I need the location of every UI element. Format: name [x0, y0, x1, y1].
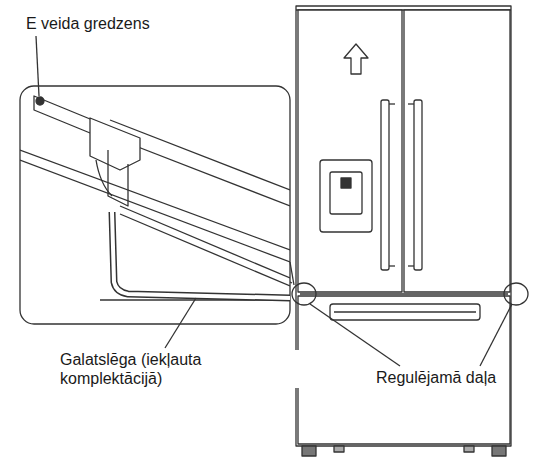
part-label: E veida gredzens [24, 14, 152, 33]
leader-line [310, 304, 400, 366]
drawer-handle [330, 304, 480, 320]
leader-line [480, 304, 512, 366]
e-ring [36, 97, 44, 105]
foot [492, 446, 506, 456]
door-handle [381, 100, 389, 270]
leader-line [290, 262, 294, 285]
fridge-body [296, 6, 511, 446]
water-dispenser [320, 160, 372, 232]
part-label: Galatslēga (iekļauta komplektācijā) [58, 350, 302, 388]
hinge-detail [20, 96, 290, 300]
leader-line [165, 298, 196, 348]
leader-line [36, 36, 39, 96]
door-handle [414, 100, 422, 270]
adjust-circle [504, 283, 528, 305]
adjust-circle [292, 283, 316, 305]
zoom-inset [20, 86, 290, 324]
foot [302, 446, 316, 456]
left-door [298, 10, 402, 292]
wrench [112, 212, 290, 298]
up-arrow [344, 44, 368, 74]
part-label: Regulējamā daļa [374, 368, 498, 387]
right-door [404, 10, 510, 292]
freezer-drawer [298, 296, 510, 444]
